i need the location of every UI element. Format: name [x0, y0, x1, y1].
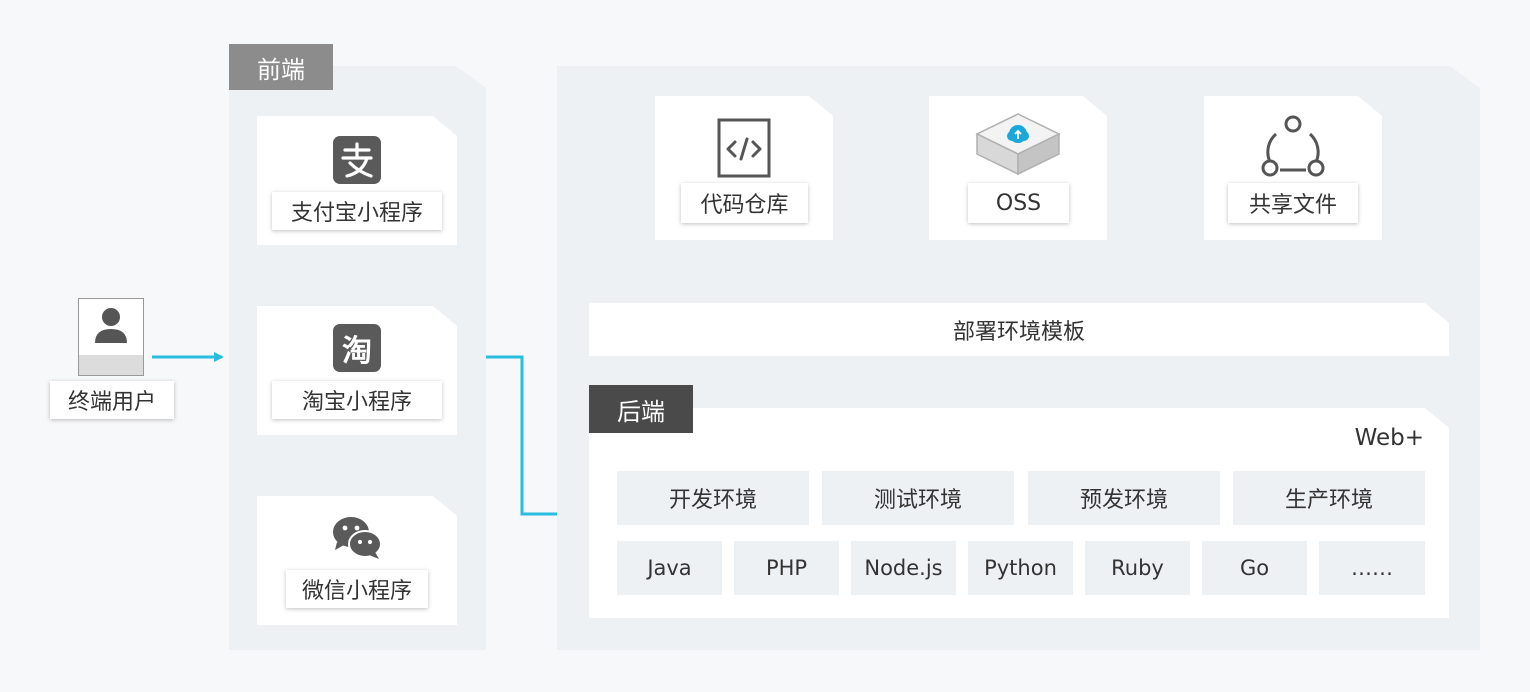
lang-more: ……	[1319, 541, 1425, 595]
lang-java: Java	[617, 541, 722, 595]
env-staging: 预发环境	[1028, 471, 1220, 525]
frontend-title: 前端	[229, 44, 333, 90]
env-production: 生产环境	[1233, 471, 1425, 525]
lang-ruby: Ruby	[1085, 541, 1190, 595]
code-repo-label: 代码仓库	[681, 183, 808, 223]
lang-go: Go	[1202, 541, 1307, 595]
end-user-label: 终端用户	[50, 381, 174, 419]
share-icon	[1258, 114, 1328, 180]
env-dev: 开发环境	[617, 471, 809, 525]
oss-icon	[975, 112, 1061, 178]
wechat-miniprogram-label: 微信小程序	[286, 570, 428, 608]
wechat-icon	[331, 514, 383, 562]
user-avatar-icon	[79, 308, 143, 375]
alipay-icon	[333, 136, 381, 184]
taobao-miniprogram-label: 淘宝小程序	[272, 381, 442, 419]
lang-python: Python	[968, 541, 1073, 595]
alipay-miniprogram-label: 支付宝小程序	[272, 192, 442, 230]
end-user-node	[78, 298, 144, 376]
taobao-icon: 淘	[333, 324, 381, 372]
deploy-template-bar: 部署环境模板	[589, 303, 1449, 356]
oss-label: OSS	[968, 183, 1069, 223]
platform-label: Web+	[1354, 425, 1424, 451]
backend-title: 后端	[589, 385, 693, 433]
lang-php: PHP	[734, 541, 839, 595]
shared-files-label: 共享文件	[1228, 183, 1358, 223]
env-test: 测试环境	[822, 471, 1014, 525]
frontend-to-backend-arrow	[486, 355, 582, 519]
lang-nodejs: Node.js	[851, 541, 956, 595]
code-repo-icon	[717, 118, 771, 178]
